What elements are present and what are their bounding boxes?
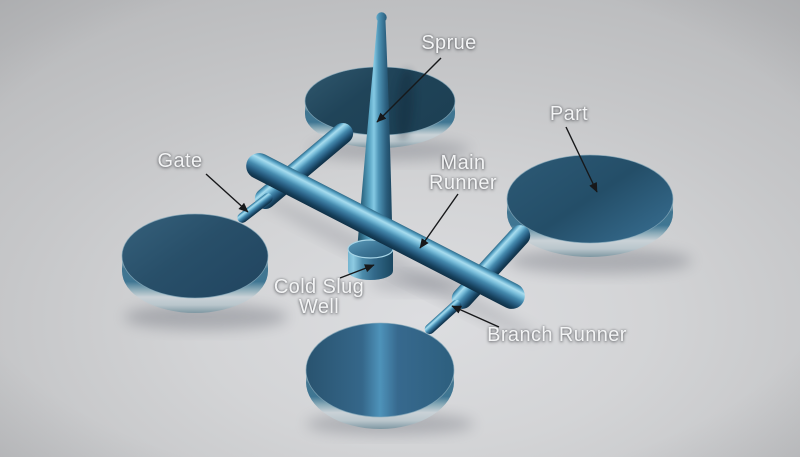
cold-slug-well-arrow [339,264,375,279]
gate-arrow [205,173,249,213]
sprue-arrow [376,57,442,123]
annotation-arrows [205,57,598,328]
branch-runner-arrow [451,305,500,328]
main-runner-arrow [419,193,459,249]
part-arrow [565,126,598,193]
